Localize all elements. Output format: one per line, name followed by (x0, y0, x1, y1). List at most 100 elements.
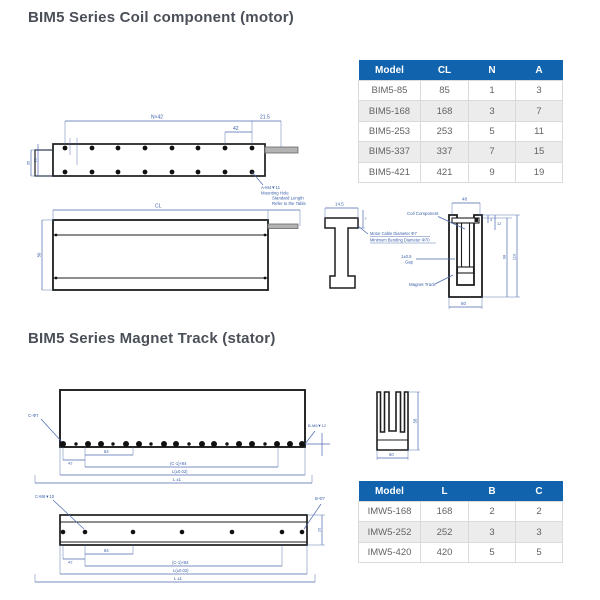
cable-note: Motor Cable Diameter Φ7 (370, 231, 417, 236)
coil-top-view-body (34, 143, 299, 177)
cell: BIM5-421 (358, 161, 421, 183)
coil-side-view-drawing: CL Standard Length Refer to the Table 50 (37, 196, 306, 291)
cell: 11 (515, 120, 563, 143)
cell: 9 (468, 161, 516, 183)
cell: 3 (468, 100, 516, 122)
cell: 1 (468, 79, 516, 102)
cell: 3 (515, 521, 563, 543)
mounting-hole-note: A-M4▼11 (261, 185, 281, 190)
track-holes (60, 441, 305, 447)
cable-note: Minimum Bending Diameter Φ70 (370, 238, 430, 243)
dim-label: 98 (502, 254, 507, 259)
dim-label: 42 (68, 461, 73, 466)
standard-length-note: Standard Length (272, 196, 304, 201)
track-side-holes (60, 529, 305, 535)
dim-label: 48 (462, 197, 468, 202)
coil-side-view-dimensions: CL Standard Length Refer to the Table 50 (37, 196, 306, 291)
dim-label: 42 (68, 560, 73, 565)
col-header: Model (358, 60, 421, 81)
fastener (474, 218, 478, 222)
coil-table-header: Model CL N A (358, 60, 563, 81)
assembly-section-drawing: Coil Component 48 4 12 98 110 50 1±0.5 G… (401, 197, 520, 309)
dim-label: 21.5 (260, 115, 270, 121)
dim-label: 12 (497, 222, 501, 226)
coil-spec-table: Model CL N A BIM5-85 85 1 3 BIM5-168 168… (358, 60, 563, 183)
table-row: BIM5-85 85 1 3 (358, 79, 563, 102)
cell: 2 (515, 500, 563, 523)
cell: IMW5-420 (358, 541, 421, 564)
dim-label: CL (155, 204, 162, 210)
track-section-dimensions: 58 50 (376, 391, 420, 460)
cell: 85 (420, 79, 469, 102)
col-header: N (468, 60, 516, 81)
cell: 421 (420, 161, 469, 183)
track-top-view-drawing: C-Φ7 B-M6▼12 84 42 (C-1)×84 L(±0.02) L ±… (28, 389, 330, 484)
track-section-drawing: 58 50 (376, 391, 420, 460)
coil-side-view-body (52, 219, 299, 291)
cell: 420 (420, 541, 469, 564)
dim-label: 58 (413, 418, 418, 423)
col-header: C (515, 481, 563, 502)
table-row: BIM5-168 168 3 7 (358, 100, 563, 122)
col-header: L (420, 481, 469, 502)
coil-foot (456, 266, 475, 274)
cell: BIM5-85 (358, 79, 421, 102)
cell: 3 (515, 79, 563, 102)
gap-label: Gap (405, 260, 414, 265)
cell: 253 (420, 120, 469, 143)
dim-label: 50 (37, 252, 42, 257)
magnet-section-title: BIM5 Series Magnet Track (stator) (28, 330, 276, 347)
track-side-dimensions: C-M6▼10 B-Φ7 20 84 42 (C-1)×84 L(±0.02) (34, 494, 326, 583)
track-section-outline (376, 391, 409, 451)
dim-label: N×42 (151, 115, 163, 121)
col-header: CL (420, 60, 469, 81)
cell: BIM5-253 (358, 120, 421, 143)
dim-label: L ±1 (174, 576, 183, 581)
cell: 168 (420, 100, 469, 122)
table-row: IMW5-420 420 5 5 (358, 541, 563, 564)
cell: 168 (420, 500, 469, 523)
track-side-body (59, 514, 308, 546)
cell: BIM5-168 (358, 100, 421, 122)
table-row: BIM5-337 337 7 15 (358, 141, 563, 163)
table-row: BIM5-421 421 9 19 (358, 161, 563, 183)
col-header: Model (358, 481, 421, 502)
col-header: A (515, 60, 563, 81)
track-body (59, 389, 306, 448)
cell: 252 (420, 521, 469, 543)
cell: 15 (515, 141, 563, 163)
gap-label: 1±0.5 (401, 254, 412, 259)
cable-tab (264, 146, 299, 154)
cell: 19 (515, 161, 563, 183)
cell: 7 (468, 141, 516, 163)
dim-label: 84 (104, 449, 109, 454)
cell: 5 (468, 120, 516, 143)
hole-note: C-M6▼10 (35, 494, 55, 499)
magnet-table-header: Model L B C (358, 481, 563, 502)
dim-label: 50 (389, 452, 394, 457)
standard-length-note: Refer to the Table (272, 201, 306, 206)
coil-section-outline (324, 217, 359, 289)
dim-label: 20 (317, 527, 322, 532)
cable-tab (267, 223, 299, 229)
dim-label: (C-1)×84 (172, 560, 189, 565)
dim-label: 84 (104, 548, 109, 553)
coil-component-label: Coil Component (407, 211, 439, 216)
assembly-body (448, 214, 483, 298)
coil-top-view-dimensions: N×42 21.5 42 35 25 A-M4▼11 Mounting Hole (26, 115, 290, 196)
cell: 3 (468, 521, 516, 543)
magnet-track-label: Magnet Track (409, 282, 436, 287)
table-row: IMW5-168 168 2 2 (358, 500, 563, 523)
hole-note: C-Φ7 (28, 413, 39, 418)
dim-label: 110 (512, 253, 517, 260)
coil-section-drawing: 14.5 7 Motor Cable Diameter Φ7 Minimum B… (324, 202, 436, 289)
dim-label: 14.5 (335, 202, 344, 207)
coil-top-view-drawing: N×42 21.5 42 35 25 A-M4▼11 Mounting Hole (26, 115, 299, 196)
track-side-view-drawing: C-M6▼10 B-Φ7 20 84 42 (C-1)×84 L(±0.02) (34, 494, 326, 583)
dim-label: 42 (233, 126, 239, 132)
table-row: BIM5-253 253 5 11 (358, 120, 563, 143)
coil-section-dimensions: 14.5 7 Motor Cable Diameter Φ7 Minimum B… (324, 202, 436, 244)
cell: IMW5-252 (358, 521, 421, 543)
dim-label: L ±1 (173, 477, 182, 482)
